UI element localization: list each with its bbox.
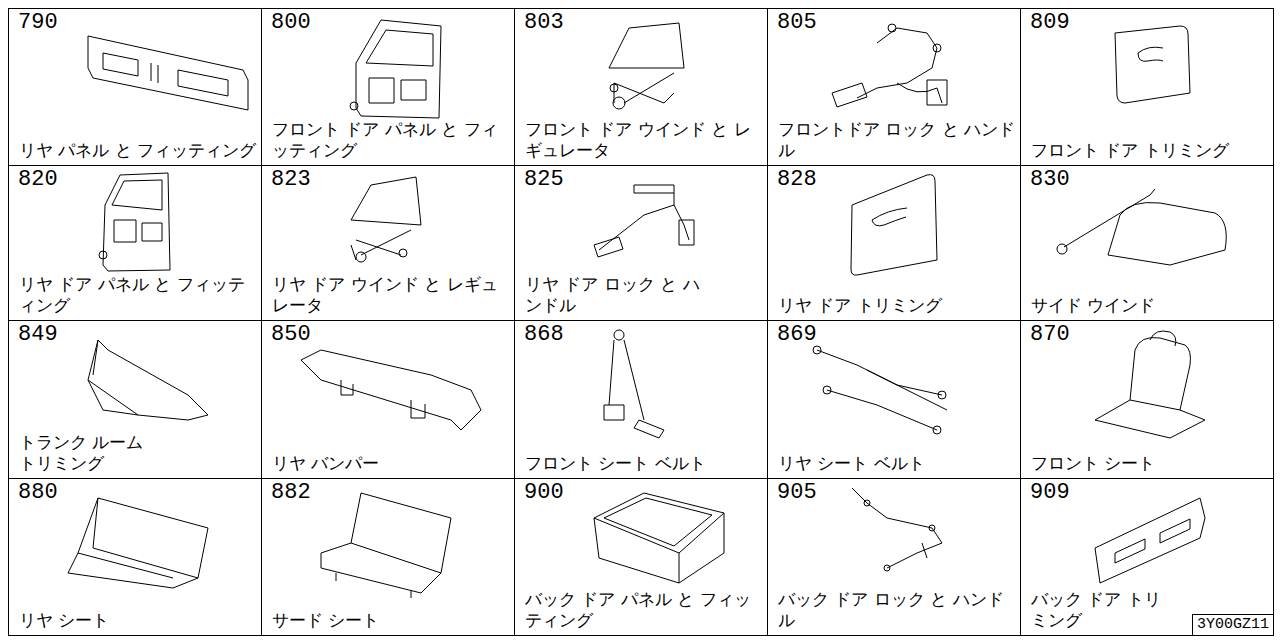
- part-name: リヤ パネル と フィッティング: [19, 140, 257, 161]
- catalog-cell: 909 バック ドア トリミング 3Y00GZ11: [1020, 478, 1274, 636]
- catalog-cell: 868 フロント シート ベルト: [514, 320, 768, 479]
- callout-number: 850: [271, 322, 311, 348]
- back-trim-figure: [1095, 498, 1205, 583]
- part-name: フロントドア ロック と ハンドル: [778, 119, 1016, 161]
- callout-number: 828: [777, 167, 817, 193]
- part-name: リヤ ドア ウインド と レギュレータ: [272, 274, 510, 316]
- callout-number: 869: [777, 322, 817, 348]
- part-name: サイド ウインド: [1031, 295, 1269, 316]
- catalog-cell: 850 リヤ バンパー: [261, 320, 515, 479]
- callout-number: 803: [524, 10, 564, 36]
- part-name: フロント シート ベルト: [525, 453, 763, 474]
- rear-bumper-figure: [301, 350, 481, 430]
- catalog-cell: 805 フロントドア ロック と ハンドル: [767, 8, 1021, 166]
- rear-panel-figure: [88, 36, 248, 110]
- figure-code-box: 3Y00GZ11: [1192, 614, 1274, 636]
- part-name: バック ドア パネル と フィッティング: [525, 589, 763, 631]
- catalog-cell: 823 リヤ ドア ウインド と レギュレータ: [261, 165, 515, 321]
- callout-number: 830: [1030, 167, 1070, 193]
- part-name: フロント ドア パネル と フィッティング: [272, 119, 510, 161]
- callout-number: 800: [271, 10, 311, 36]
- catalog-cell: 870 フロント シート: [1020, 320, 1274, 479]
- front-seat-figure: [1095, 331, 1205, 438]
- back-lock-figure: [852, 488, 942, 571]
- callout-number: 905: [777, 480, 817, 506]
- part-name: リヤ シート: [19, 610, 257, 631]
- catalog-cell: 828 リヤ ドア トリミング: [767, 165, 1021, 321]
- part-name: フロント ドア ウインド と レギュレータ: [525, 119, 763, 161]
- trunk-trim-figure: [88, 340, 208, 420]
- callout-number: 849: [18, 322, 58, 348]
- front-belt-figure: [604, 330, 664, 438]
- catalog-cell: 830 サイド ウインド: [1020, 165, 1274, 321]
- callout-number: 882: [271, 480, 311, 506]
- callout-number: 790: [18, 10, 58, 36]
- callout-number: 809: [1030, 10, 1070, 36]
- part-name: リヤ バンパー: [272, 453, 510, 474]
- callout-number: 823: [271, 167, 311, 193]
- rear-trim-figure: [851, 175, 937, 276]
- callout-number: 909: [1030, 480, 1070, 506]
- rear-belt-figure: [813, 346, 947, 434]
- catalog-cell: 905 バック ドア ロック と ハンドル: [767, 478, 1021, 636]
- rear-lock-figure: [594, 185, 694, 257]
- part-name: リヤ シート ベルト: [778, 453, 1016, 474]
- part-name: バック ドア ロック と ハンドル: [778, 589, 1016, 631]
- callout-number: 868: [524, 322, 564, 348]
- part-name: フロント ドア トリミング: [1031, 140, 1269, 161]
- catalog-cell: 790 リヤ パネル と フィッティング: [8, 8, 262, 166]
- part-name: リヤ ドア ロック と ハンドル: [525, 274, 715, 316]
- catalog-cell: 880 リヤ シート: [8, 478, 262, 636]
- front-door-figure: [350, 20, 441, 118]
- catalog-cell: 809 フロント ドア トリミング: [1020, 8, 1274, 166]
- side-window-figure: [1057, 189, 1226, 265]
- callout-number: 870: [1030, 322, 1070, 348]
- callout-number: 825: [524, 167, 564, 193]
- catalog-cell: 869 リヤ シート ベルト: [767, 320, 1021, 479]
- callout-number: 880: [18, 480, 58, 506]
- part-name: トランク ルーム トリミング: [19, 432, 149, 474]
- catalog-cell: 849 トランク ルーム トリミング: [8, 320, 262, 479]
- callout-number: 820: [18, 167, 58, 193]
- rear-window-figure: [351, 177, 421, 262]
- part-name: バック ドア トリミング: [1031, 589, 1161, 631]
- part-name: サード シート: [272, 610, 510, 631]
- callout-number: 900: [524, 480, 564, 506]
- part-name: フロント シート: [1031, 453, 1269, 474]
- catalog-cell: 803 フロント ドア ウインド と レギュレータ: [514, 8, 768, 166]
- front-trim-figure: [1115, 26, 1190, 103]
- back-door-figure: [594, 493, 724, 583]
- figure-code: 3Y00GZ11: [1193, 615, 1273, 635]
- part-name: リヤ ドア トリミング: [778, 295, 1016, 316]
- rear-seat-figure: [68, 498, 208, 588]
- front-window-figure: [609, 23, 684, 109]
- third-seat-figure: [321, 493, 451, 598]
- callout-number: 805: [777, 10, 817, 36]
- catalog-cell: 882 サード シート: [261, 478, 515, 636]
- catalog-cell: 820 リヤ ドア パネル と フィッティング: [8, 165, 262, 321]
- front-lock-figure: [832, 24, 947, 107]
- catalog-cell: 800 フロント ドア パネル と フィッティング: [261, 8, 515, 166]
- catalog-cell: 900 バック ドア パネル と フィッティング: [514, 478, 768, 636]
- part-name: リヤ ドア パネル と フィッティング: [19, 274, 257, 316]
- catalog-cell: 825 リヤ ドア ロック と ハンドル: [514, 165, 768, 321]
- rear-door-figure: [99, 173, 170, 271]
